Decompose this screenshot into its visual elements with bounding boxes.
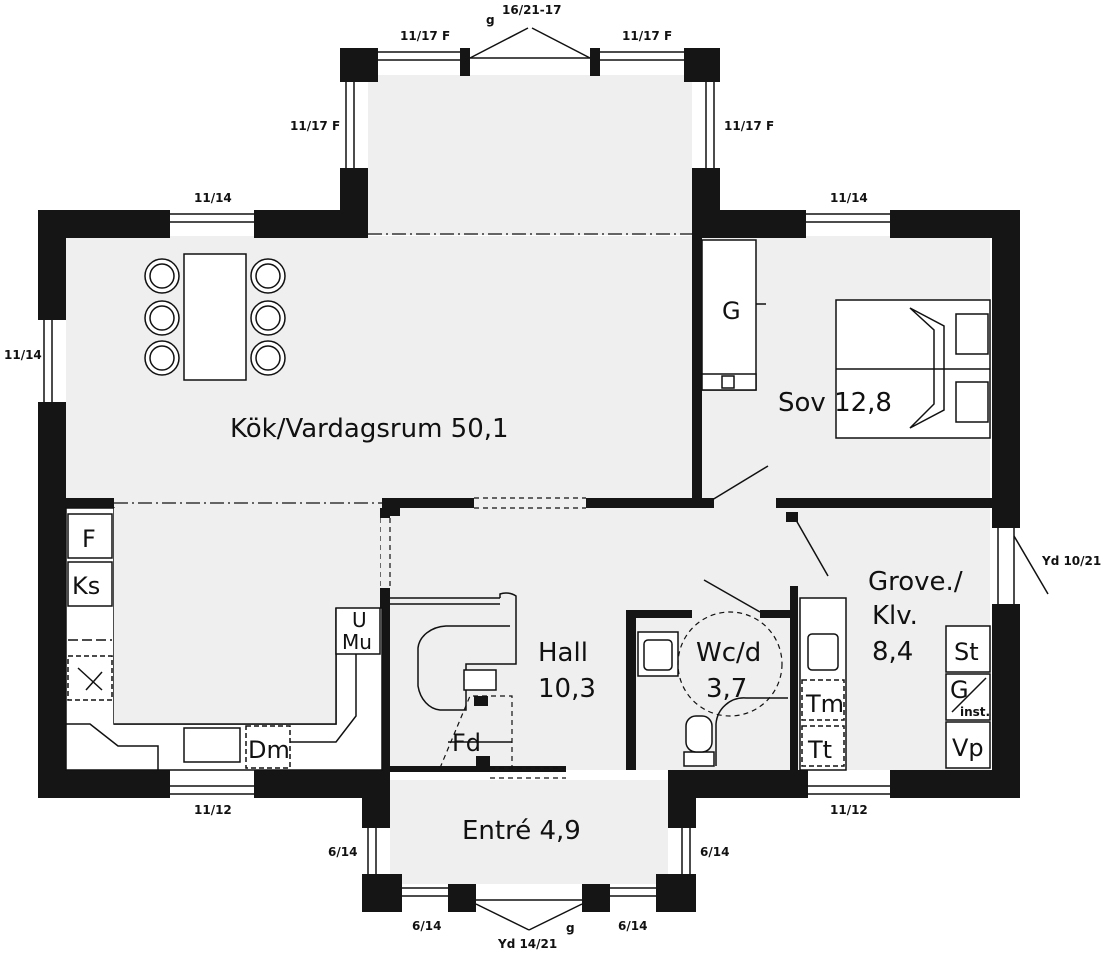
windows — [43, 27, 1049, 931]
window-label-top-left: 11/17 F — [400, 29, 450, 43]
utility-label-line2: Klv. — [872, 601, 918, 631]
utility-label-line1: Grove./ — [868, 567, 963, 597]
bedroom-furniture — [701, 239, 991, 439]
window-label-entry-left: 6/14 — [328, 845, 357, 859]
dishwasher-symbol: Dm — [248, 736, 290, 764]
wc-area-label: 3,7 — [706, 674, 747, 704]
window-label-top-center: 16/21-17 — [502, 3, 561, 17]
fridge-symbol: F — [82, 525, 96, 553]
g-inst-symbol: G — [950, 676, 969, 704]
symbol-labels: F Ks U Mu Dm G Fd St G inst. Vp Tm Tt — [72, 297, 990, 764]
wardrobe-symbol: G — [722, 297, 741, 325]
hall-wardrobe-symbol: Fd — [452, 729, 481, 757]
interior-walls — [66, 236, 992, 772]
window-label-entry-bottom-right: 6/14 — [618, 919, 647, 933]
window-label-entry-bottom-left: 6/14 — [412, 919, 441, 933]
window-label-upper-right: 11/14 — [830, 191, 868, 205]
window-labels: 16/21-17 g 11/17 F 11/17 F 11/17 F 11/17… — [4, 3, 1101, 951]
window-label-top-g: g — [486, 13, 495, 27]
entrance-label: Entré 4,9 — [462, 816, 581, 846]
door-label-right: Yd 10/21 — [1041, 554, 1101, 568]
window-label-bay-left: 11/17 F — [290, 119, 340, 133]
hall-name-label: Hall — [538, 638, 588, 668]
utility-area-label: 8,4 — [872, 637, 913, 667]
window-label-bottom-right: 11/12 — [830, 803, 868, 817]
bedroom-label: Sov 12,8 — [778, 388, 892, 418]
microwave-symbol: Mu — [342, 630, 372, 654]
inst-symbol: inst. — [960, 705, 990, 719]
tm-symbol: Tm — [805, 690, 844, 718]
utility-fixtures — [786, 512, 991, 771]
kitchen-counter — [65, 507, 383, 771]
tt-symbol: Tt — [807, 736, 832, 764]
room-labels: Kök/Vardagsrum 50,1 Sov 12,8 Hall 10,3 W… — [230, 388, 963, 846]
window-label-left-side: 11/14 — [4, 348, 42, 362]
window-label-bay-right: 11/17 F — [724, 119, 774, 133]
wc-name-label: Wc/d — [696, 638, 761, 668]
window-label-entry-g: g — [566, 921, 575, 935]
door-swings — [703, 465, 829, 613]
vp-symbol: Vp — [952, 734, 984, 762]
window-label-entry-right: 6/14 — [700, 845, 729, 859]
hall-area-label: 10,3 — [538, 674, 596, 704]
window-label-bottom-left: 11/12 — [194, 803, 232, 817]
door-label-entry: Yd 14/21 — [497, 937, 557, 951]
wc-fixtures — [637, 611, 788, 767]
cold-storage-symbol: Ks — [72, 572, 100, 600]
hall-fixtures — [390, 592, 517, 769]
window-label-upper-left: 11/14 — [194, 191, 232, 205]
u-symbol: U — [352, 608, 367, 632]
window-label-top-right: 11/17 F — [622, 29, 672, 43]
dining-table — [144, 253, 286, 381]
kitchen-living-label: Kök/Vardagsrum 50,1 — [230, 414, 509, 444]
st-symbol: St — [954, 638, 979, 666]
exterior-walls — [38, 48, 1020, 912]
